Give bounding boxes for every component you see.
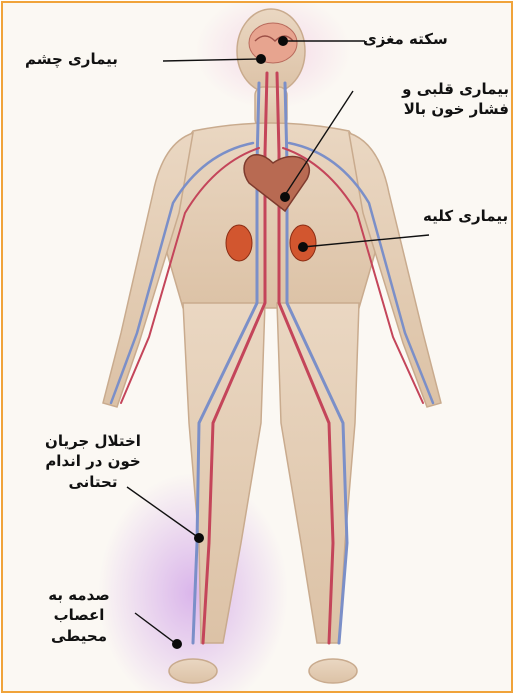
- marker-heart: [280, 192, 290, 202]
- marker-brain: [278, 36, 288, 46]
- marker-circulation: [194, 533, 204, 543]
- brain-organ: [249, 23, 297, 63]
- label-kidney-disease: بیماری کلیه: [423, 206, 508, 226]
- label-circulation-disorder: اختلال جریان خون در اندام تحتانی: [33, 431, 153, 492]
- marker-nerve: [172, 639, 182, 649]
- label-nerve-damage: صدمه به اعصاب محیطی: [21, 585, 137, 646]
- label-heart-disease: بیماری قلبی و فشار خون بالا: [373, 79, 509, 120]
- label-eye-disease: بیماری چشم: [25, 49, 118, 69]
- label-brain-stroke: سکته مغزی: [363, 29, 448, 49]
- left-kidney: [226, 225, 252, 261]
- marker-eye: [256, 54, 266, 64]
- marker-kidney: [298, 242, 308, 252]
